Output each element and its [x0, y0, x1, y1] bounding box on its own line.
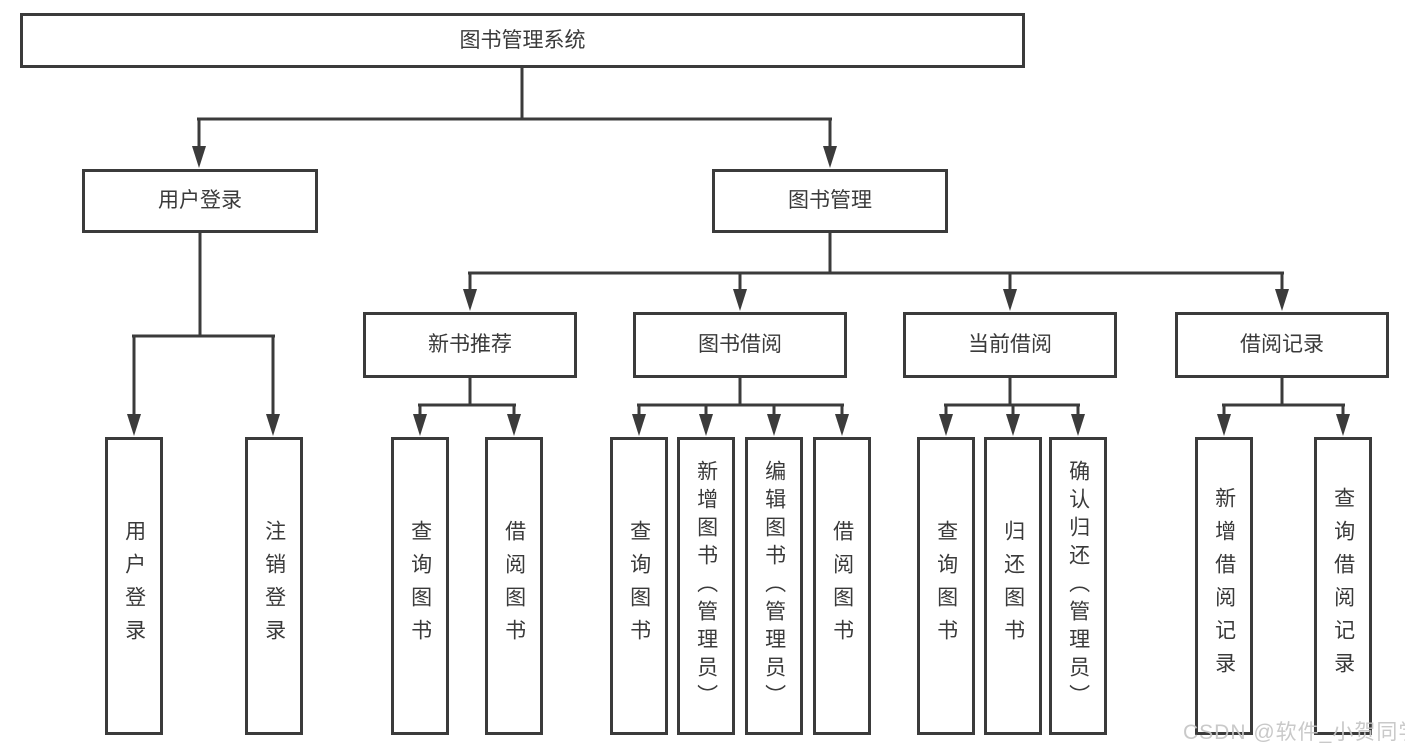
arrowheads	[127, 146, 1350, 436]
leaf-add-books-admin: 新增图书（管理员）	[677, 437, 735, 735]
node-new-book-recommend: 新书推荐	[363, 312, 577, 378]
connector-root	[197, 68, 832, 153]
leaf-query-books-1: 查询图书	[391, 437, 449, 735]
csdn-watermark: CSDN @软件_小贺同学	[1183, 721, 1405, 744]
connector-borrow-records	[1222, 378, 1345, 421]
leaf-query-borrow-record: 查询借阅记录	[1314, 437, 1372, 735]
leaf-borrow-books-1: 借阅图书	[485, 437, 543, 735]
node-user-login: 用户登录	[82, 169, 318, 233]
connector-book-borrow	[637, 378, 844, 421]
leaf-logout: 注销登录	[245, 437, 303, 735]
leaf-borrow-books-2: 借阅图书	[813, 437, 871, 735]
node-current-borrow: 当前借阅	[903, 312, 1117, 378]
leaf-confirm-return-admin: 确认归还（管理员）	[1049, 437, 1107, 735]
node-book-borrow: 图书借阅	[633, 312, 847, 378]
leaf-return-books: 归还图书	[984, 437, 1042, 735]
leaf-query-books-3: 查询图书	[917, 437, 975, 735]
leaf-edit-books-admin: 编辑图书（管理员）	[745, 437, 803, 735]
connector-user-login	[132, 233, 275, 421]
node-root: 图书管理系统	[20, 13, 1025, 68]
leaf-query-books-2: 查询图书	[610, 437, 668, 735]
node-borrow-records: 借阅记录	[1175, 312, 1389, 378]
leaf-user-login: 用户登录	[105, 437, 163, 735]
connector-book-management	[468, 233, 1284, 296]
connector-current-borrow	[944, 378, 1080, 421]
leaf-add-borrow-record: 新增借阅记录	[1195, 437, 1253, 735]
connector-new-book-recommend	[418, 378, 516, 421]
node-book-management: 图书管理	[712, 169, 948, 233]
